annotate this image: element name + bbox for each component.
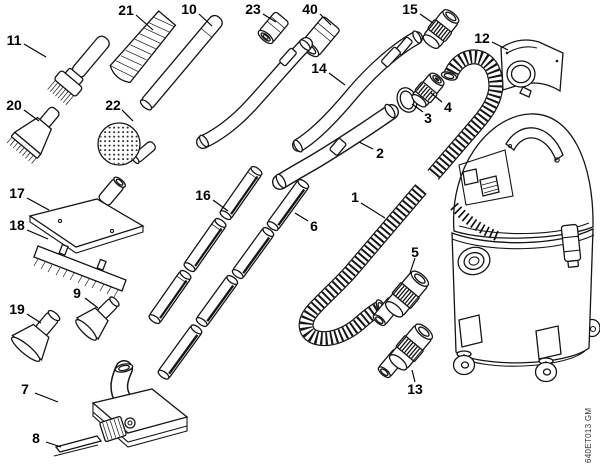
caster-front-left	[452, 350, 476, 376]
part-14-curved-wand	[292, 30, 423, 153]
callout-leader-14	[328, 72, 346, 86]
part-2-handle-tube	[272, 103, 399, 190]
part-19-upholstery-nozzle	[10, 309, 61, 362]
callout-leader-16	[212, 199, 229, 212]
part-8-squeegee-blade	[53, 435, 103, 457]
callout-40: 40	[302, 1, 318, 17]
inlet-port	[457, 246, 491, 276]
callout-3: 3	[424, 110, 432, 126]
callout-18: 18	[9, 217, 25, 233]
part-15-hose-connector	[422, 9, 460, 49]
accessory-bracket	[535, 325, 562, 360]
accessory-bracket	[458, 314, 483, 348]
cooling-vents	[450, 202, 499, 241]
callout-8: 8	[32, 430, 40, 446]
vent-grille	[479, 175, 500, 197]
callout-leader-19	[26, 313, 42, 324]
callout-leader-23	[262, 13, 277, 23]
part-6-extension-tube-segments	[157, 178, 310, 380]
part-20-brush-nozzle	[6, 106, 60, 164]
part-21-flat-nozzle	[109, 10, 177, 84]
callout-leader-20	[23, 109, 40, 122]
power-switch	[462, 168, 479, 186]
callout-leader-22	[121, 109, 134, 122]
vacuum-canister	[450, 113, 600, 383]
lid-latch	[560, 223, 582, 268]
part-16-extension-tube-segments	[148, 165, 263, 325]
callout-23: 23	[245, 1, 261, 17]
callout-5: 5	[411, 244, 419, 260]
callout-13: 13	[407, 381, 423, 397]
callout-leader-10	[198, 13, 213, 27]
callout-leader-6	[294, 212, 309, 222]
watermark-code: 640ET013 GM	[584, 408, 593, 463]
callout-leader-18	[26, 229, 49, 240]
callout-6: 6	[310, 218, 318, 234]
callout-leader-4	[430, 92, 443, 103]
callout-10: 10	[181, 1, 197, 17]
callout-14: 14	[311, 60, 327, 76]
part-1-suction-hose	[298, 49, 504, 347]
callout-16: 16	[195, 187, 211, 203]
callout-9: 9	[73, 285, 81, 301]
callout-leader-1	[360, 202, 386, 219]
part-10-crevice-nozzle	[139, 14, 223, 111]
callout-leader-15	[419, 13, 434, 24]
curved-wand-lower-section	[196, 37, 313, 149]
callout-leader-21	[135, 14, 154, 31]
part-13-hose-coupling	[377, 323, 434, 379]
callout-leader-8	[45, 441, 62, 448]
pedal-switch	[99, 415, 127, 443]
callout-19: 19	[9, 301, 25, 317]
caster-front-right	[534, 357, 558, 383]
part-7-floor-nozzle	[91, 360, 189, 448]
callout-leader-11	[23, 43, 47, 58]
part-18-brush-insert	[33, 243, 127, 298]
part-12-blower-deflector	[500, 39, 564, 98]
part-4-hose-connector	[411, 72, 445, 108]
callout-leader-40	[319, 13, 332, 26]
callout-leader-9	[84, 297, 99, 309]
callout-leader-3	[411, 103, 424, 113]
callout-11: 11	[7, 32, 22, 48]
control-panel	[458, 149, 514, 206]
callout-leader-12	[491, 41, 509, 51]
callout-17: 17	[9, 185, 25, 201]
callout-20: 20	[6, 97, 22, 113]
part-11-dusting-brush	[47, 35, 110, 106]
callout-2: 2	[376, 145, 384, 161]
callout-12: 12	[474, 30, 490, 46]
callout-1: 1	[351, 189, 359, 205]
carry-handle	[505, 127, 564, 163]
part-9-upholstery-nozzle	[75, 296, 120, 341]
callout-4: 4	[444, 99, 452, 115]
callout-22: 22	[105, 97, 121, 113]
callout-7: 7	[21, 381, 29, 397]
callout-15: 15	[402, 1, 418, 17]
callout-leader-2	[358, 141, 374, 150]
callout-leader-7	[34, 392, 59, 403]
callout-leader-17	[26, 197, 50, 211]
callout-leader-5	[409, 257, 416, 274]
part-17-floor-nozzle-flat	[28, 176, 145, 254]
callout-21: 21	[118, 2, 134, 18]
part-23-adapter-sleeve	[257, 11, 289, 45]
part-5-hose-coupling	[372, 270, 430, 327]
callout-leader-13	[411, 369, 416, 383]
part-22-round-brush	[97, 122, 156, 166]
